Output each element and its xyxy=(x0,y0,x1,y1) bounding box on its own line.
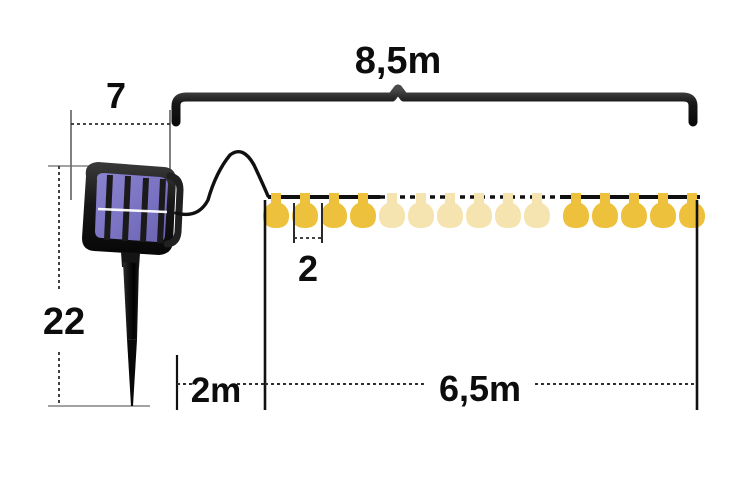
bulb xyxy=(466,193,492,228)
solar-panel xyxy=(82,162,184,268)
bulb xyxy=(379,193,405,228)
ground-stake xyxy=(123,262,139,406)
label-bulb-spacing: 2 xyxy=(297,248,319,289)
lead-wire xyxy=(174,150,270,217)
dimension-bulb-spacing xyxy=(293,203,323,243)
bulb xyxy=(563,193,589,228)
dimension-extension-lines xyxy=(175,200,699,410)
bulb xyxy=(437,193,463,228)
bulb xyxy=(592,193,618,228)
bulb-string xyxy=(263,193,705,228)
label-total-length: 8,5m xyxy=(354,40,442,82)
overall-length-bracket xyxy=(171,84,698,127)
bulb xyxy=(679,193,705,228)
label-panel-width: 7 xyxy=(105,75,127,116)
bulb xyxy=(292,193,318,228)
bulb xyxy=(650,193,676,228)
bulb xyxy=(524,193,550,228)
bulb xyxy=(350,193,376,228)
label-lit-length: 6,5m xyxy=(438,368,522,409)
bulb xyxy=(495,193,521,228)
bulb xyxy=(621,193,647,228)
label-panel-height: 22 xyxy=(42,301,86,343)
bulb xyxy=(321,193,347,228)
panel-cell-stripes xyxy=(104,174,166,244)
label-lead-length: 2m xyxy=(190,371,242,410)
bulb xyxy=(263,193,289,228)
bulb xyxy=(408,193,434,228)
